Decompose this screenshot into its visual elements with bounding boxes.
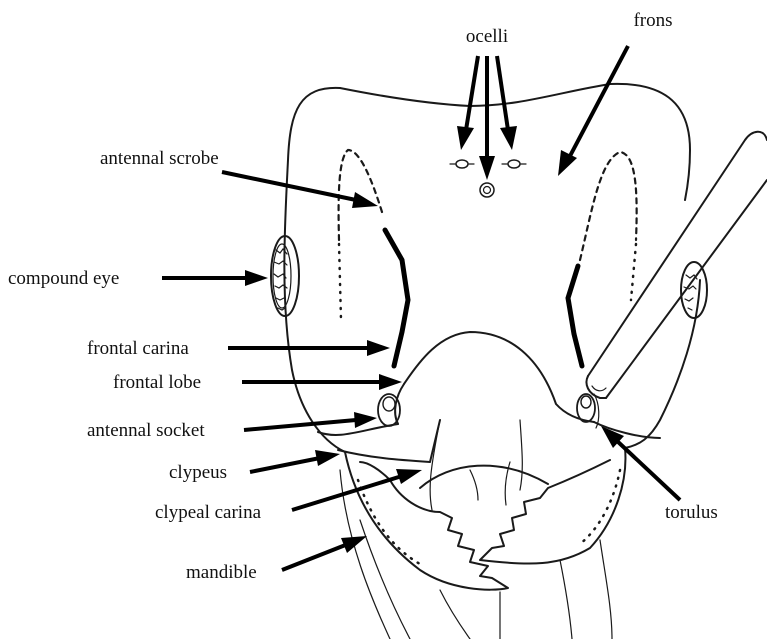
arrow-ocelli-left — [457, 56, 478, 150]
antennal-socket-left — [378, 394, 400, 426]
antenna-scape — [587, 132, 767, 398]
label-frontal-lobe: frontal lobe — [113, 372, 201, 393]
arrow-mandible — [282, 536, 367, 570]
arrow-frons — [558, 46, 628, 176]
label-compound-eye: compound eye — [8, 268, 119, 289]
arrow-ocelli-center — [479, 56, 495, 180]
label-ocelli: ocelli — [466, 26, 508, 47]
arrow-frontal-lobe — [242, 374, 402, 390]
antennal-scrobe-left-dots — [339, 244, 341, 320]
mandible-left-dots — [358, 480, 420, 564]
mouthparts-lines — [340, 470, 612, 639]
label-clypeus: clypeus — [169, 462, 227, 483]
label-frontal-carina: frontal carina — [87, 338, 189, 359]
label-mandible: mandible — [186, 562, 257, 583]
mandible-left — [345, 452, 508, 590]
head-capsule-outline — [284, 88, 345, 452]
frontal-lobe-outline — [404, 332, 594, 422]
arrow-antennal-socket — [244, 412, 377, 430]
frontal-carina-left — [385, 230, 408, 366]
arrow-clypeus — [250, 450, 340, 472]
arrow-compound-eye — [162, 270, 268, 286]
antennal-scrobe-left — [339, 150, 382, 240]
label-clypeal-carina: clypeal carina — [155, 502, 262, 523]
antennal-scrobe-right — [580, 152, 637, 260]
mandible-right-dots — [580, 470, 620, 544]
arrow-antennal-scrobe — [222, 172, 378, 208]
label-torulus: torulus — [665, 502, 718, 523]
head-vertex-outline — [340, 84, 690, 200]
mouth-opening — [420, 466, 548, 488]
antennal-scrobe-right-dots — [631, 244, 636, 300]
label-antennal-socket: antennal socket — [87, 420, 205, 441]
arrow-frontal-carina — [228, 340, 390, 356]
label-frons: frons — [633, 10, 672, 31]
mandible-right — [480, 448, 625, 564]
arrow-clypeal-carina — [292, 469, 422, 510]
label-antennal-scrobe: antennal scrobe — [100, 148, 219, 169]
frontal-carina-right — [568, 266, 582, 366]
